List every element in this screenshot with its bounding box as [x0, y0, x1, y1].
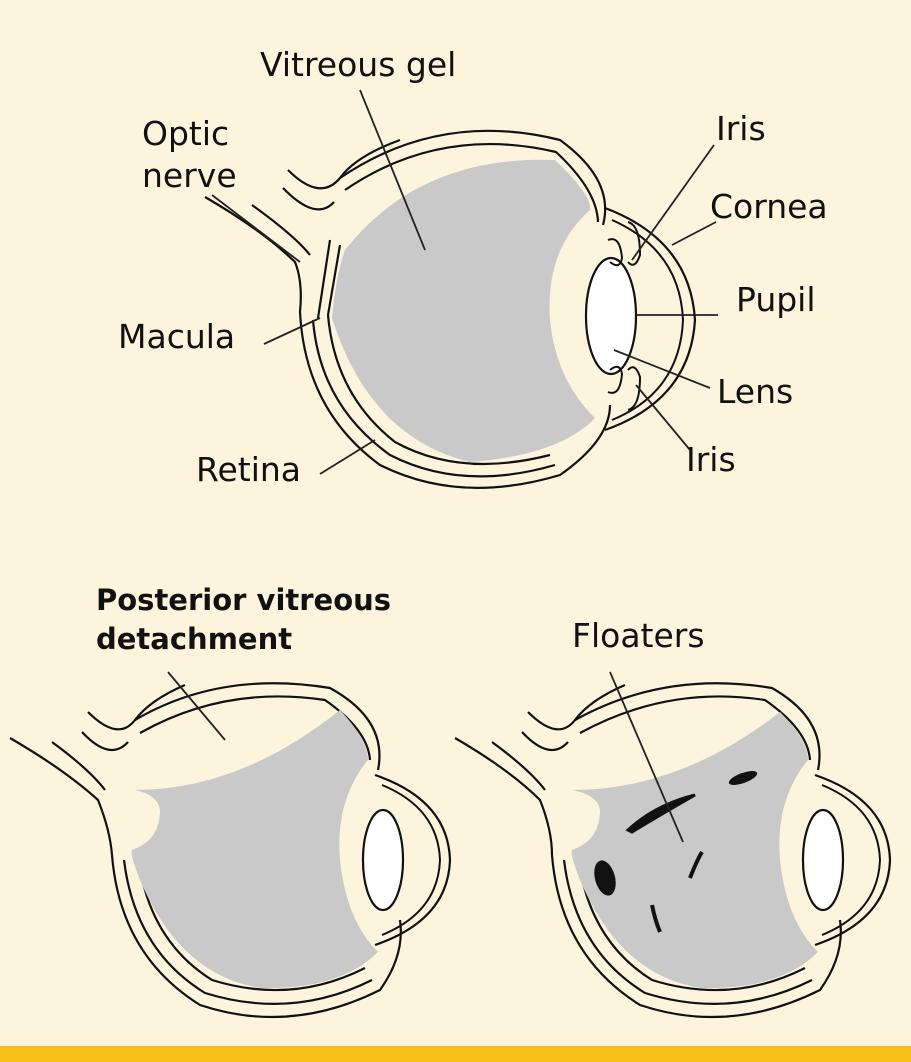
pvd-eye [10, 672, 450, 1017]
vitreous-gel-region [332, 160, 595, 462]
label-posterior-vitreous: Posterior vitreous [96, 583, 391, 617]
label-detachment: detachment [96, 622, 292, 656]
main-eye [205, 90, 718, 488]
label-optic-nerve-line2: nerve [142, 156, 237, 195]
label-floaters: Floaters [572, 616, 705, 655]
label-cornea: Cornea [710, 187, 828, 226]
label-macula: Macula [118, 317, 235, 356]
label-retina: Retina [196, 450, 301, 489]
label-vitreous-gel: Vitreous gel [260, 45, 456, 84]
label-iris-bottom: Iris [686, 440, 736, 479]
accent-bar [0, 1046, 911, 1062]
floaters-eye [455, 672, 890, 1017]
label-optic-nerve-line1: Optic [142, 114, 229, 153]
label-pupil: Pupil [736, 280, 816, 319]
vitreous-with-floaters-region [572, 712, 818, 988]
label-lens: Lens [717, 372, 793, 411]
label-iris-top: Iris [716, 109, 766, 148]
detached-vitreous-region [132, 710, 378, 988]
